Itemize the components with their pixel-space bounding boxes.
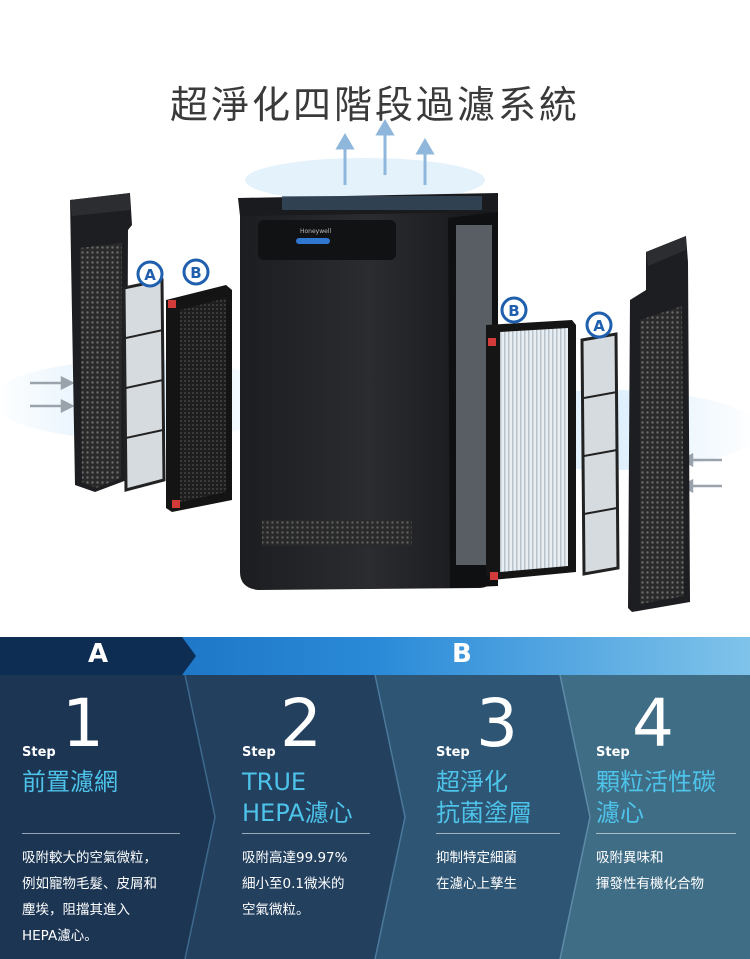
step-divider — [242, 833, 370, 834]
step-4: Step 4 顆粒活性碳 濾心 吸附異味和 揮發性有機化合物 — [570, 675, 750, 959]
brand-logo: Honeywell — [300, 228, 331, 235]
label-bubble-b-right: B — [500, 296, 528, 324]
step1-bg — [0, 675, 215, 959]
svg-text:A: A — [593, 317, 605, 335]
step-title: 超淨化 抗菌塗層 — [436, 768, 532, 827]
step-divider — [596, 833, 736, 834]
left-hepa-filter-b — [166, 285, 232, 512]
right-prefilter-a — [580, 332, 620, 576]
left-prefilter-a — [122, 278, 166, 492]
step-divider — [436, 833, 560, 834]
left-outer-cover — [70, 193, 132, 492]
step-number: 1 — [62, 685, 104, 762]
section-a-label: A — [88, 639, 109, 669]
step2-chevron-edge — [374, 675, 406, 959]
step-divider — [22, 833, 180, 834]
step-number: 4 — [632, 685, 674, 762]
filter-type-header: A B — [0, 637, 750, 675]
svg-text:B: B — [508, 302, 519, 320]
filtration-steps: Step 1 前置濾網 吸附較大的空氣微粒， 例如寵物毛髮、皮屑和 塵埃，阻擋其… — [0, 675, 750, 959]
step-label: Step — [22, 745, 56, 760]
step-label: Step — [436, 745, 470, 760]
label-bubble-a-right: A — [585, 311, 613, 339]
step1-chevron-edge — [184, 675, 216, 959]
step-description: 吸附較大的空氣微粒， 例如寵物毛髮、皮屑和 塵埃，阻擋其進入 HEPA濾心。 — [22, 850, 157, 944]
step-title: 前置濾網 — [22, 768, 118, 796]
page-title: 超淨化四階段過濾系統 — [169, 83, 580, 127]
step-label: Step — [596, 745, 630, 760]
step-description: 吸附高達99.97% 細小至0.1微米的 空氣微粒。 — [242, 850, 348, 918]
airflow-up-arrows — [335, 119, 435, 185]
label-bubble-a-left: A — [136, 260, 164, 288]
step-2: Step 2 TRUE HEPA濾心 吸附高達99.97% 細小至0.1微米的 … — [190, 675, 380, 959]
step-number: 2 — [280, 685, 322, 762]
right-outer-cover — [628, 236, 690, 612]
step-1: Step 1 前置濾網 吸附較大的空氣微粒， 例如寵物毛髮、皮屑和 塵埃，阻擋其… — [0, 675, 190, 959]
airflow-left-arrows — [30, 375, 75, 414]
svg-text:B: B — [190, 264, 201, 282]
purifier-exploded-view: Honeywell — [0, 119, 750, 612]
step3-chevron-edge — [559, 675, 591, 959]
step-label: Step — [242, 745, 276, 760]
step-description: 吸附異味和 揮發性有機化合物 — [596, 850, 704, 892]
hero-illustration: Honeywell — [0, 83, 750, 612]
step-title: TRUE HEPA濾心 — [242, 768, 353, 827]
header-section-a-bg — [0, 637, 196, 675]
right-hepa-filter-b — [486, 320, 576, 580]
step-3: Step 3 超淨化 抗菌塗層 抑制特定細菌 在濾心上孳生 — [380, 675, 570, 959]
svg-text:A: A — [144, 266, 156, 284]
step-title: 顆粒活性碳 濾心 — [596, 768, 716, 827]
step-description: 抑制特定細菌 在濾心上孳生 — [436, 850, 517, 892]
section-b-label: B — [452, 639, 472, 669]
step-number: 3 — [476, 685, 518, 762]
purifier-body: Honeywell — [238, 193, 498, 590]
label-bubble-b-left: B — [182, 258, 210, 286]
